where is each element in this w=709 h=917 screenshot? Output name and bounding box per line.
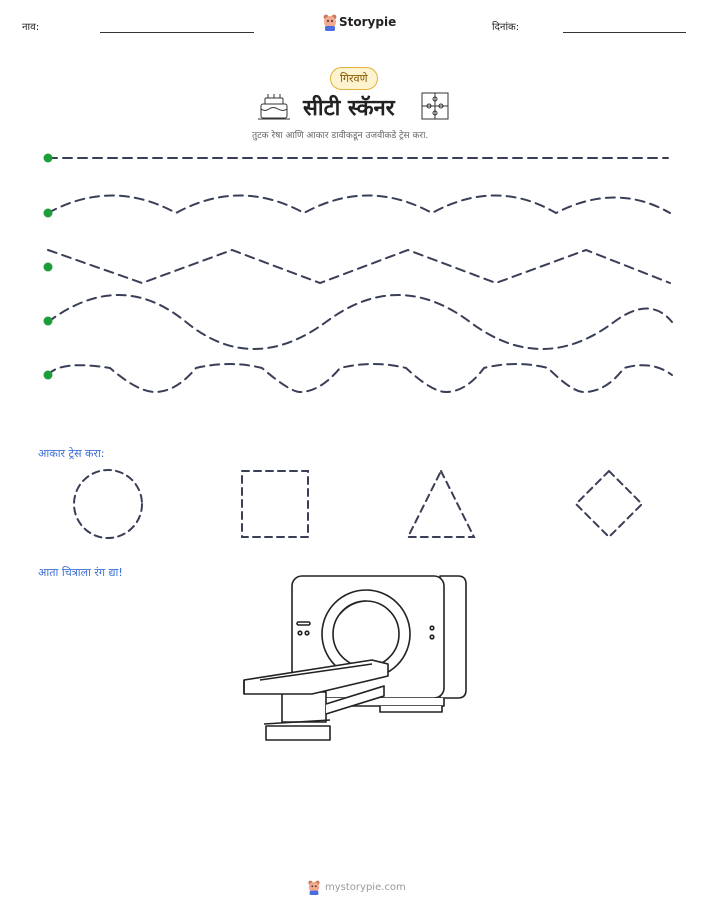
trace-triangle [406,468,476,538]
start-dot-4 [43,316,53,326]
shapes-section-heading: आकार ट्रेस करा: [38,447,105,460]
name-write-line[interactable] [100,32,254,33]
trace-square [241,470,309,538]
date-write-line[interactable] [563,32,686,33]
start-dot-1 [43,153,53,163]
start-dot-3 [43,262,53,272]
page-title: सीटी स्कॅनर [303,96,395,121]
brand-name: Storypie [339,15,397,29]
footer-site-link[interactable]: mystorypie.com [325,882,406,893]
trace-diamond [574,469,644,539]
difficulty-badge: गिरवणे [330,67,378,90]
start-dot-2 [43,208,53,218]
start-dot-5 [43,370,53,380]
instructions-subtitle: तुटक रेषा आणि आकार डावीकडून उजवीकडे ट्रे… [252,131,429,141]
brand-header: Storypie [322,13,412,33]
trace-line-bumps [47,363,673,394]
date-label: दिनांक: [492,22,520,33]
trace-line-wave [47,294,673,350]
name-label: नाव: [22,22,40,33]
storypie-footer-logo-icon [308,880,320,895]
trace-circle [73,469,143,539]
color-section-heading: आता चित्राला रंग द्या! [38,566,123,579]
trace-line-arcs [47,194,671,215]
footer: mystorypie.com [307,880,407,898]
trace-line-zigzag [47,248,671,285]
storypie-logo-icon [323,14,337,31]
